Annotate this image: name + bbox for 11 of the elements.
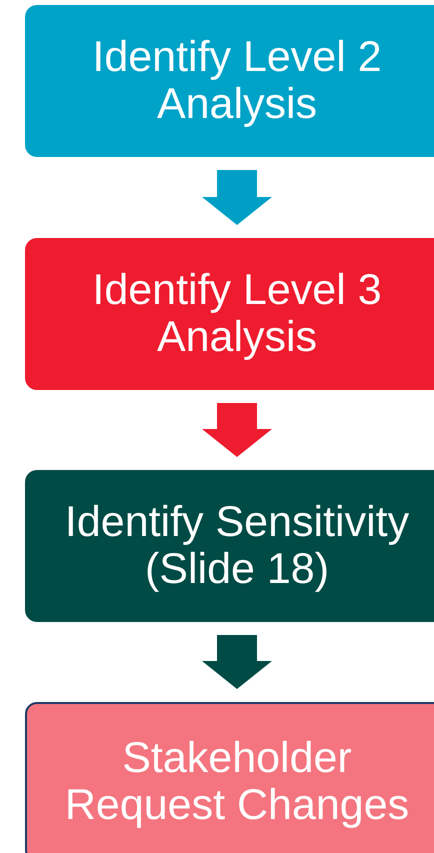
step-label: Identify Level 2 Analysis [91,34,383,128]
block-arrow [202,403,272,457]
process-box [25,702,434,853]
block-arrow [202,170,272,225]
block-arrow [202,635,272,689]
process-box [25,238,434,390]
process-box [25,470,434,622]
step-label: Stakeholder Request Changes [64,735,410,829]
process-box [25,5,434,157]
step-label: Identify Level 3 Analysis [91,267,383,361]
step-label: Identify Sensitivity (Slide 18) [64,499,410,593]
